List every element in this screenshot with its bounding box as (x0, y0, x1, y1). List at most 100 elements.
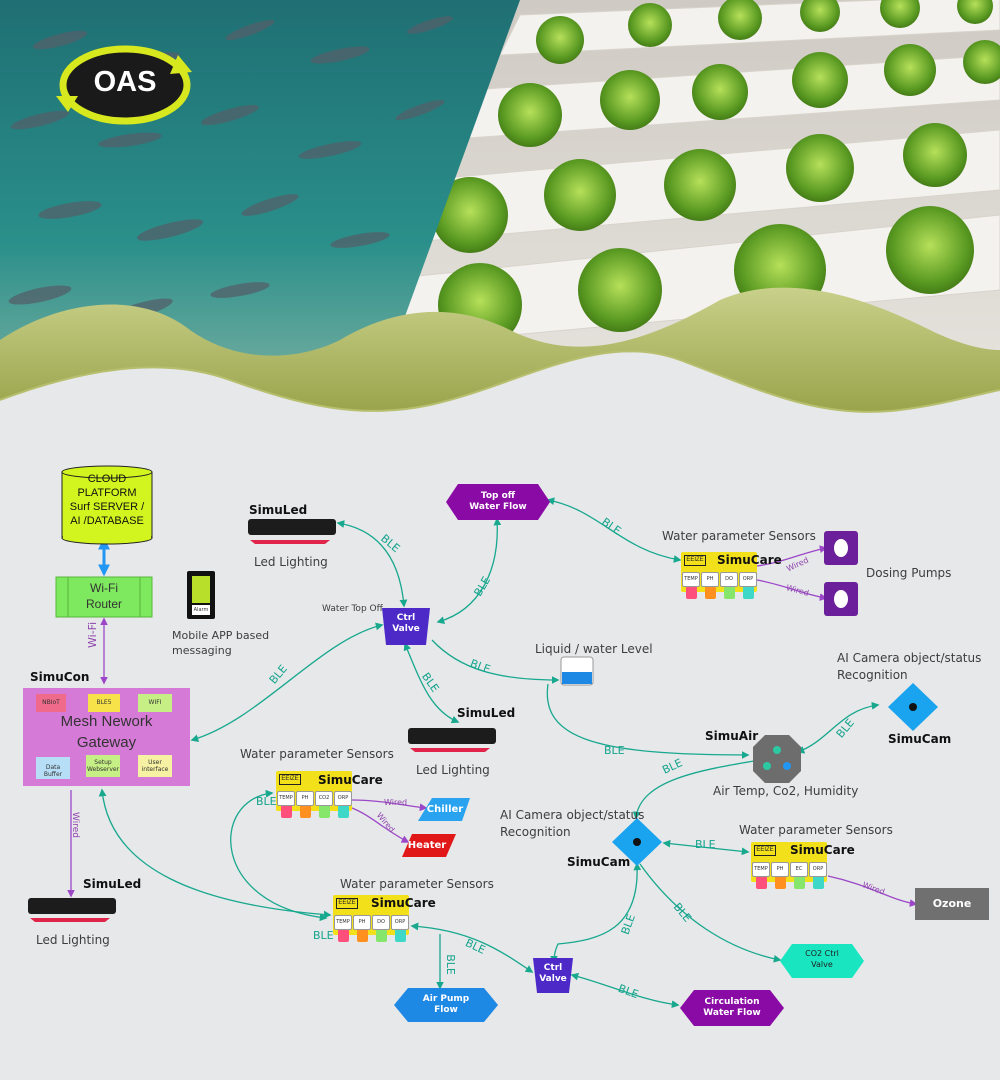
gateway-title: SimuCon (30, 670, 90, 684)
airpump-line2: Flow (434, 1005, 458, 1015)
circulation-line2: Water Flow (703, 1008, 761, 1018)
simucare2-screen: EEIZE (279, 774, 301, 785)
simucare1-title: SimuCare (717, 553, 782, 567)
simucare4-screen: EEIZE (754, 845, 776, 856)
lettuce-plants (432, 0, 1000, 347)
simuled1-caption: Led Lighting (254, 555, 328, 569)
simucare1-port-3: DO (720, 572, 738, 587)
co2valve-line2: Valve (811, 960, 833, 969)
mobile-caption: Mobile APP based messaging (172, 628, 269, 658)
simucare3-port-4: ORP (391, 915, 409, 930)
simucam2-caption-line2: Recognition (500, 825, 571, 839)
gateway-chip-data-buffer: Data Buffer (43, 764, 63, 778)
valve2-label: Ctrl Valve (535, 963, 571, 985)
gateway-label: Mesh Nework Gateway (23, 711, 190, 753)
simucam-shapes (612, 683, 938, 866)
co2valve-line1: CO2 Ctrl (805, 949, 839, 958)
simucare2-device: EEIZE TEMP PH CO2 ORP (276, 771, 352, 818)
mobile-screen-text: Alarm (193, 607, 209, 613)
simuair-shape (753, 735, 801, 783)
simucare2-port-2: PH (296, 791, 314, 806)
simucare1-heading: Water parameter Sensors (662, 529, 816, 543)
cloud-cylinder (61, 465, 153, 545)
simucare4-port-4: ORP (809, 862, 827, 877)
simucam2-caption: AI Camera object/status Recognition (500, 807, 644, 841)
airpump-hexagon (394, 988, 498, 1022)
simucare2-port-4: ORP (334, 791, 352, 806)
mobile-device (187, 571, 215, 619)
simucare1-port-4: ORP (739, 572, 757, 587)
simucare4-device: EEIZE TEMP PH EC ORP (751, 842, 827, 889)
gateway-chip-wifi: WIFI (148, 699, 162, 706)
simucare4-heading: Water parameter Sensors (739, 823, 893, 837)
header-banner (0, 0, 1000, 440)
simucare3-screen: EEIZE (336, 898, 358, 909)
gateway-chip-nbiot: NBIoT (42, 699, 60, 706)
cloud-line4: AI /DATABASE (70, 515, 144, 527)
ble-label: BLE (256, 795, 277, 808)
simuair-title: SimuAir (705, 729, 759, 743)
simuled3-title: SimuLed (83, 877, 142, 891)
topoff-line2: Water Flow (469, 502, 527, 512)
cloud-line3: Surf SERVER / (69, 501, 145, 513)
ble-label: BLE (443, 954, 457, 975)
topoff-hexagon (446, 484, 550, 520)
topoff-label: Top off Water Flow (458, 491, 538, 513)
wave-lower-edge (0, 351, 1000, 440)
wired-label: Wired (384, 798, 408, 807)
valve1-caption: Water Top Off (322, 604, 383, 614)
router-line2: Router (85, 597, 123, 611)
gateway-chip-setup-webserver: Setup Webserver (86, 759, 120, 773)
co2-hexagon (780, 944, 864, 978)
wired-label: Wired (69, 812, 80, 838)
simuled3-caption: Led Lighting (36, 933, 110, 947)
circulation-line1: Circulation (704, 997, 760, 1007)
chiller-shape (418, 798, 470, 821)
level-tank (560, 656, 594, 686)
simucare1-port-1: TEMP (682, 572, 700, 587)
heater-shape (402, 834, 456, 857)
router-text: Wi-Fi Router (56, 580, 152, 612)
cloud-text: CLOUD PLATFORM Surf SERVER / AI /DATABAS… (62, 472, 152, 528)
oas-logo (56, 45, 192, 125)
logo-text: OAS (93, 66, 157, 98)
topoff-line1: Top off (480, 491, 516, 501)
ble-label: BLE (695, 838, 716, 851)
chiller-label: Chiller (426, 804, 464, 815)
ble-label: BLE (313, 929, 334, 942)
router-box (55, 576, 153, 618)
valve1-label: Ctrl Valve (386, 613, 426, 635)
valve2-line2: Valve (539, 974, 567, 984)
simucare3-port-2: PH (353, 915, 371, 930)
wifi-label: Wi-Fi (86, 621, 99, 648)
valve2-line1: Ctrl (543, 963, 563, 973)
simucare3-title: SimuCare (371, 896, 436, 910)
simucare2-heading: Water parameter Sensors (240, 747, 394, 761)
simucare4-title: SimuCare (790, 843, 855, 857)
valve2-shape (533, 958, 573, 993)
gateway-line1: Mesh Nework (60, 713, 153, 730)
gateway-box (23, 688, 190, 786)
simucare4-port-2: PH (771, 862, 789, 877)
gateway-chip-user-interface: User interface (141, 759, 169, 773)
simucam2-caption-line1: AI Camera object/status (500, 808, 645, 822)
ozone-label: Ozone (932, 897, 972, 910)
cloud-line1: CLOUD (87, 473, 127, 485)
dosing-caption: Dosing Pumps (866, 566, 952, 580)
simuled2-title: SimuLed (457, 706, 516, 720)
airpump-label: Air Pump Flow (408, 994, 484, 1016)
simucam1-caption-line1: AI Camera object/status (837, 651, 982, 665)
simuair-caption: Air Temp, Co2, Humidity (713, 784, 859, 798)
simuled2-caption: Led Lighting (416, 763, 490, 777)
circulation-hexagon (680, 990, 784, 1026)
fish-school (8, 16, 453, 322)
router-line1: Wi-Fi (90, 581, 118, 595)
co2valve-label: CO2 Ctrl Valve (792, 948, 852, 970)
simucare1-device: EEIZE TEMP PH DO ORP (681, 552, 757, 599)
simucare3-port-1: TEMP (334, 915, 352, 930)
airpump-line1: Air Pump (422, 994, 470, 1004)
mobile-caption-line1: Mobile APP based (172, 629, 270, 642)
simucare1-port-2: PH (701, 572, 719, 587)
